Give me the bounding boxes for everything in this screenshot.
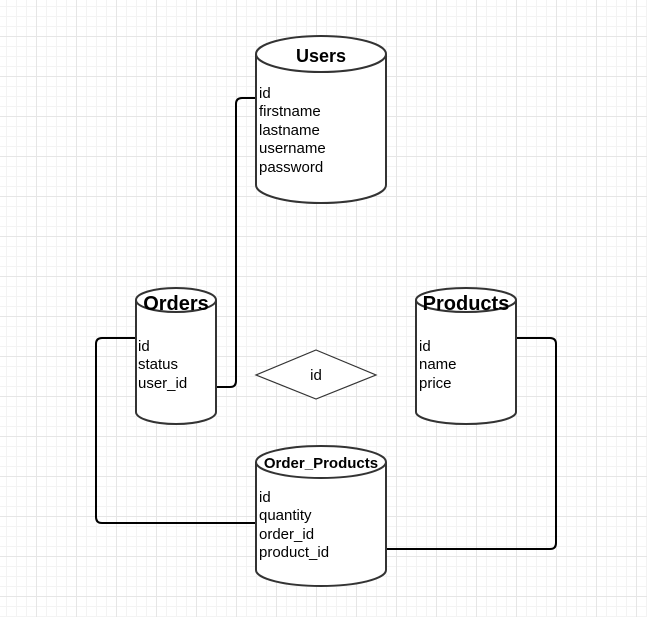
connector-orders-order-products[interactable] [95, 337, 256, 524]
table-orders-field-user-id: user_id [138, 375, 187, 392]
table-order-products-rim [255, 461, 387, 479]
connector-products-order-products[interactable] [386, 337, 557, 550]
connector-orders-users[interactable] [216, 97, 256, 388]
relation-diamond[interactable]: id [254, 349, 378, 400]
table-users-field-id: id [259, 85, 271, 102]
table-products[interactable]: Products id name price [415, 287, 517, 425]
relation-diamond-label: id [310, 367, 322, 384]
table-order-products-title: Order_Products [264, 455, 378, 472]
table-orders-field-id: id [138, 338, 150, 355]
table-order-products[interactable]: Order_Products id quantity order_id prod… [255, 445, 387, 587]
table-orders[interactable]: Orders id status user_id [135, 287, 217, 425]
table-products-rim [415, 299, 517, 313]
table-users-field-lastname: lastname [259, 122, 320, 139]
table-products-field-name: name [419, 356, 457, 373]
table-products-title: Products [423, 293, 510, 315]
table-users-field-username: username [259, 140, 326, 157]
table-users-body [255, 35, 387, 204]
table-products-field-id: id [419, 338, 431, 355]
table-users-title: Users [296, 46, 346, 66]
table-order-products-body [255, 445, 387, 587]
table-users-rim [255, 53, 387, 73]
relation-diamond-shape [254, 349, 378, 400]
table-order-products-field-product-id: product_id [259, 544, 329, 561]
table-users[interactable]: Users id firstname lastname username pas… [255, 35, 387, 204]
table-order-products-field-order-id: order_id [259, 526, 314, 543]
table-order-products-field-quantity: quantity [259, 507, 312, 524]
table-users-field-password: password [259, 159, 323, 176]
table-products-field-price: price [419, 375, 452, 392]
table-order-products-field-id: id [259, 489, 271, 506]
table-orders-title: Orders [143, 293, 209, 315]
table-orders-body [135, 287, 217, 425]
table-orders-field-status: status [138, 356, 178, 373]
table-users-field-firstname: firstname [259, 103, 321, 120]
table-products-body [415, 287, 517, 425]
table-orders-rim [135, 299, 217, 313]
